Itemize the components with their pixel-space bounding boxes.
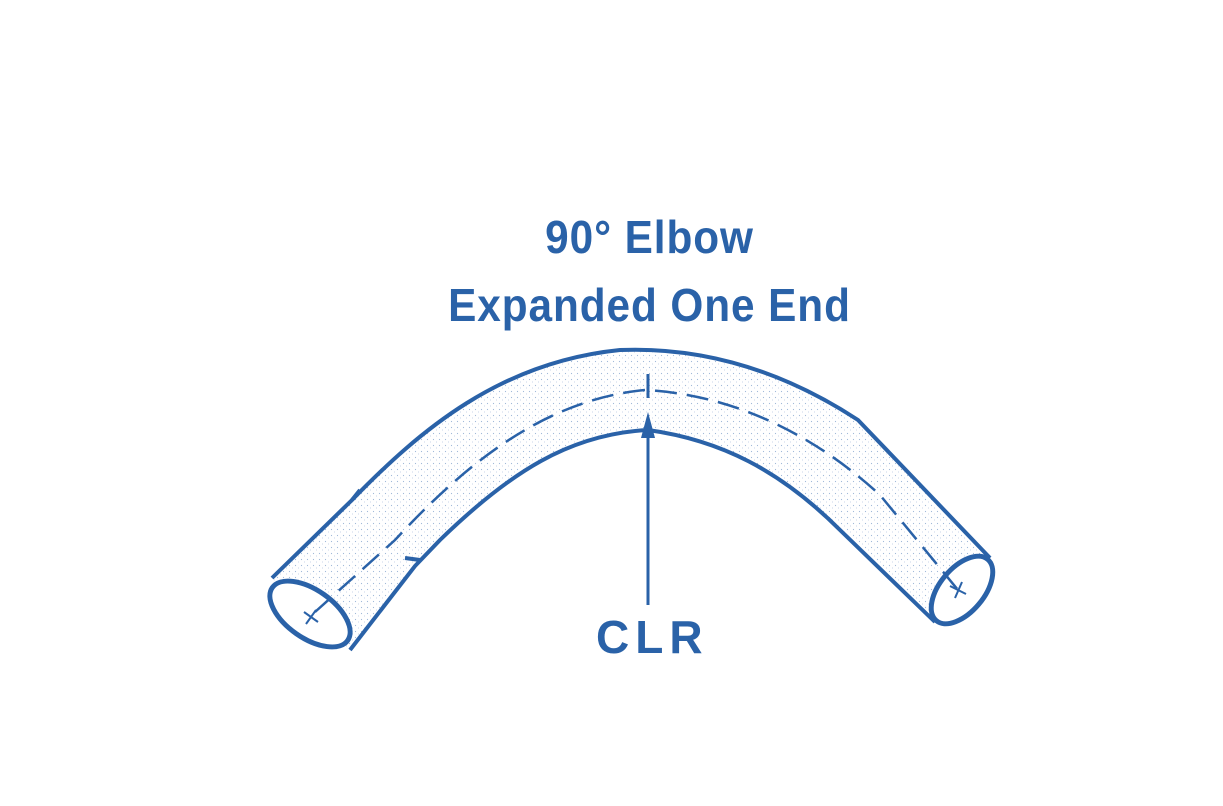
centerline-arc xyxy=(314,388,959,613)
diagram-title: 90° Elbow xyxy=(545,211,754,263)
expansion-step xyxy=(350,488,421,562)
left-end-opening xyxy=(267,578,353,650)
left-end-center-mark xyxy=(303,609,319,625)
right-end-center-mark xyxy=(949,581,967,599)
pipe-outer-edge xyxy=(270,347,992,580)
pipe-body xyxy=(272,349,990,650)
diagram-subtitle: Expanded One End xyxy=(448,279,851,331)
radius-arrowhead xyxy=(641,412,655,438)
clr-label: CLR xyxy=(596,611,709,663)
